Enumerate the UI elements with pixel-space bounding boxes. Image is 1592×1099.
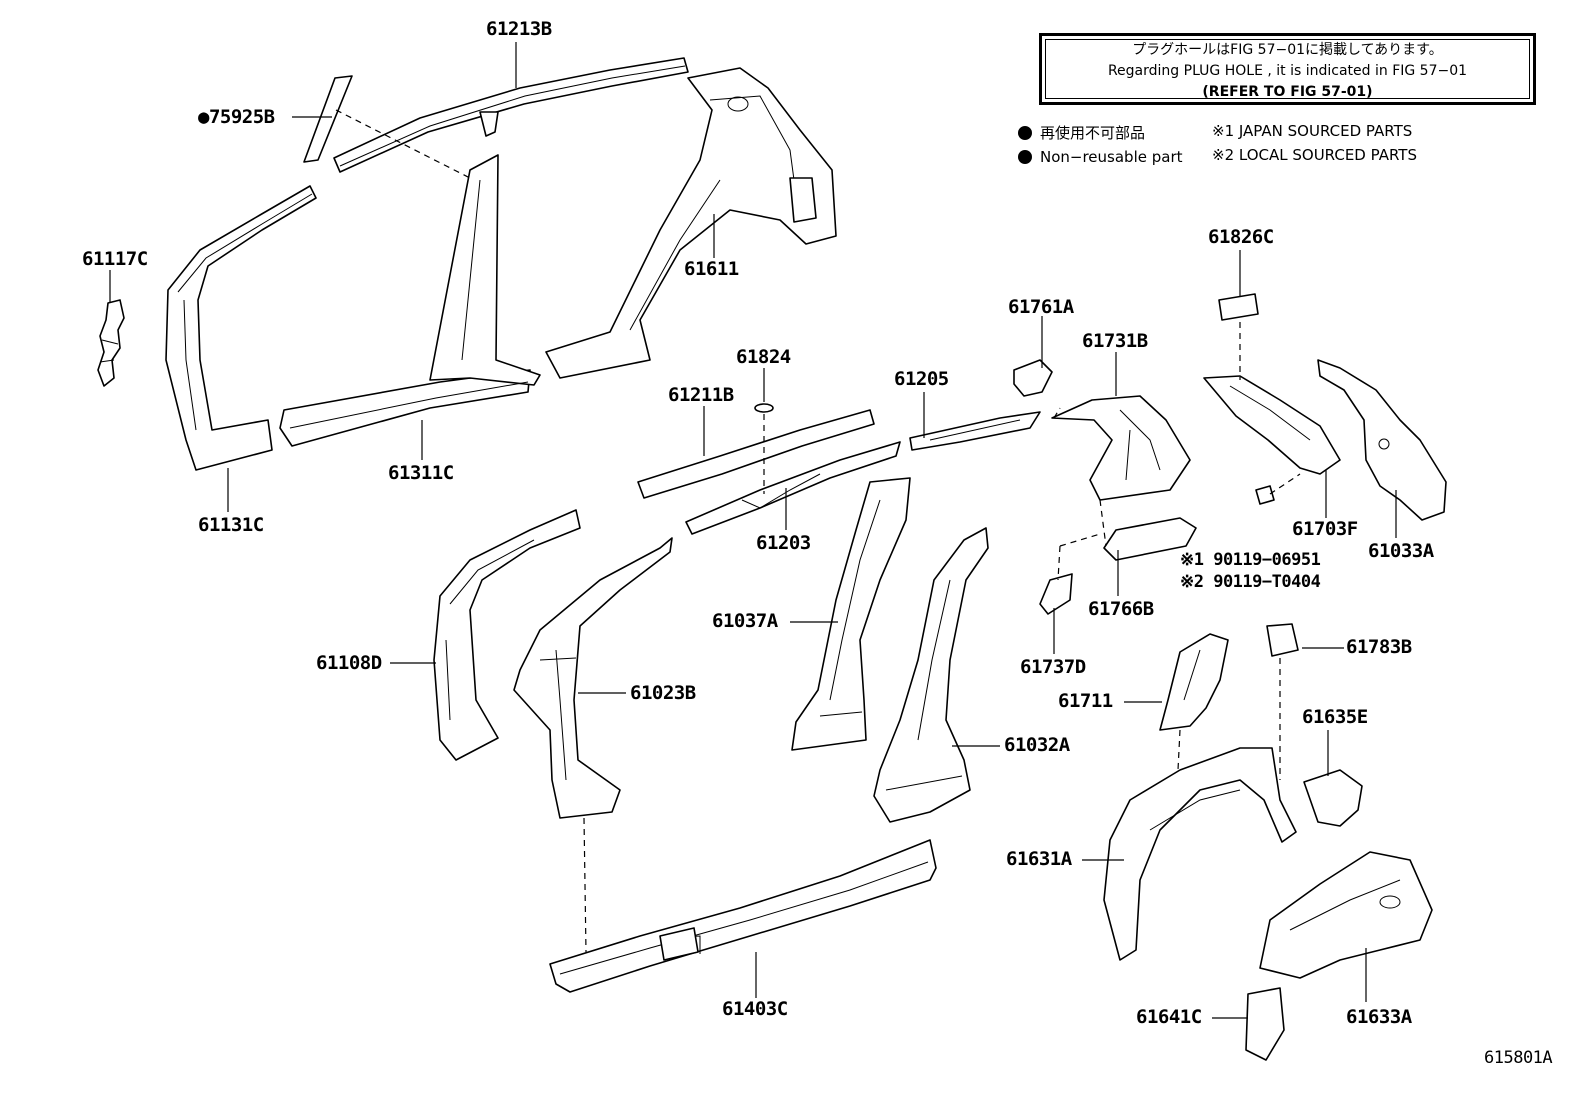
label-61203: 61203: [756, 532, 811, 554]
part-61205-shape: [909, 411, 1041, 451]
part-61213b-shape: [333, 57, 689, 173]
label-61403c: 61403C: [722, 998, 788, 1020]
part-61783b-shape: [1266, 623, 1299, 657]
part-61131c-shape: [165, 185, 317, 471]
part-61037a-shape: [791, 477, 911, 751]
label-61213b: 61213B: [486, 18, 552, 40]
label-61633a: 61633A: [1346, 1006, 1412, 1028]
label-61032a: 61032A: [1004, 734, 1070, 756]
part-61611-shape: [545, 67, 837, 379]
part-61641c-shape: [1245, 987, 1285, 1061]
legend-non-reusable-en: Non−reusable part: [1018, 148, 1183, 166]
part-61032a-shape: [873, 527, 989, 823]
legend-local-sourced: ※2 LOCAL SOURCED PARTS: [1212, 146, 1417, 164]
label-61824: 61824: [736, 346, 791, 368]
label-61826c: 61826C: [1208, 226, 1274, 248]
part-61761a-shape: [1013, 359, 1053, 397]
non-reusable-dot-icon: [1018, 126, 1032, 140]
part-61203-shape: [685, 441, 901, 535]
figure-code: 615801A: [1484, 1048, 1553, 1068]
label-90119-t0404: ※2 90119−T0404: [1180, 572, 1321, 592]
label-61783b: 61783B: [1346, 636, 1412, 658]
label-61711: 61711: [1058, 690, 1113, 712]
leader-lines: [109, 42, 1397, 1019]
part-61826c-shape: [1218, 293, 1259, 321]
part-61635e-shape: [1303, 769, 1363, 827]
label-61635e: 61635E: [1302, 706, 1368, 728]
legend-non-reusable-jp: 再使用不可部品: [1018, 122, 1145, 143]
label-61117c: 61117C: [82, 248, 148, 270]
part-75925b-shape: [303, 75, 353, 163]
label-61037a: 61037A: [712, 610, 778, 632]
legend-japan-sourced: ※1 JAPAN SOURCED PARTS: [1212, 122, 1413, 140]
label-61023b: 61023B: [630, 682, 696, 704]
label-61205: 61205: [894, 368, 949, 390]
non-reusable-dot-icon: [1018, 150, 1032, 164]
assembly-dashed-lines: [335, 109, 1301, 953]
part-bolt-90119-shape: [1255, 485, 1275, 505]
part-61731b-shape: [1051, 395, 1191, 501]
part-61211b-shape: [637, 409, 875, 499]
label-61211b: 61211B: [668, 384, 734, 406]
plug-hole-note-box: プラグホールはFIG 57−01に掲載してあります。 Regarding PLU…: [1039, 33, 1536, 105]
part-61403c-shape: [549, 839, 937, 993]
note-line-en: Regarding PLUG HOLE , it is indicated in…: [1107, 63, 1468, 79]
part-61737d-shape: [1039, 573, 1073, 615]
part-61703f-shape: [1203, 375, 1341, 475]
label-61737d: 61737D: [1020, 656, 1086, 678]
part-61311c-shape: [279, 154, 541, 447]
label-61611: 61611: [684, 258, 739, 280]
label-61641c: 61641C: [1136, 1006, 1202, 1028]
part-61766b-shape: [1103, 517, 1197, 561]
part-61824-shape: [754, 403, 774, 413]
label-61131c: 61131C: [198, 514, 264, 536]
part-61631a-shape: [1103, 747, 1297, 961]
part-61633a-shape: [1259, 851, 1433, 979]
label-61311c: 61311C: [388, 462, 454, 484]
label-61731b: 61731B: [1082, 330, 1148, 352]
part-61023b-shape: [513, 537, 673, 819]
label-75925b: ●75925B: [198, 106, 275, 128]
plug-hole-note: プラグホールはFIG 57−01に掲載してあります。 Regarding PLU…: [1045, 39, 1530, 100]
label-61766b: 61766B: [1088, 598, 1154, 620]
part-61117c-shape: [97, 299, 125, 387]
label-61108d: 61108D: [316, 652, 382, 674]
note-line-jp: プラグホールはFIG 57−01に掲載してあります。: [1132, 42, 1443, 58]
label-61033a: 61033A: [1368, 540, 1434, 562]
part-61108d-shape: [433, 509, 581, 761]
part-61033a-shape: [1317, 359, 1447, 521]
label-61703f: 61703F: [1292, 518, 1358, 540]
label-90119-06951: ※1 90119−06951: [1180, 550, 1321, 570]
label-61631a: 61631A: [1006, 848, 1072, 870]
part-61711-shape: [1159, 633, 1229, 731]
note-line-refer: (REFER TO FIG 57-01): [1202, 84, 1373, 100]
label-61761a: 61761A: [1008, 296, 1074, 318]
